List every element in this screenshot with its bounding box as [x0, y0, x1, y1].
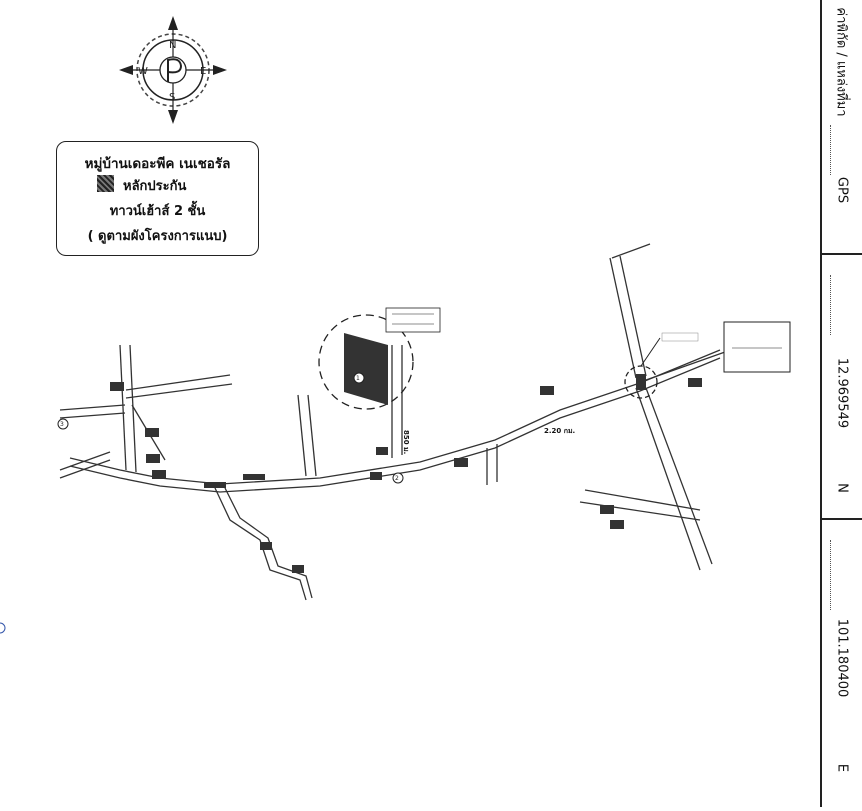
distance-850-label: 850 ม.: [402, 430, 410, 454]
divider-dots: [830, 275, 831, 335]
marker-2-group: 2: [392, 472, 404, 484]
compass-n: N: [169, 40, 176, 51]
longitude-value: 101.180400: [834, 618, 850, 698]
longitude-axis: E: [834, 763, 850, 773]
latitude-axis: N: [834, 483, 850, 493]
landmarks: [110, 378, 702, 573]
divider-dots: [830, 125, 831, 175]
map-canvas: N S E W: [0, 16, 791, 634]
panel-header: ค่าพิกัด / แหล่งที่มา: [833, 7, 849, 117]
panel-longitude-cell: 101.180400 E: [822, 520, 862, 807]
location-map: N S E W: [0, 16, 791, 634]
compass-rose: N S E W: [119, 16, 227, 124]
collateral-site: 1: [318, 307, 441, 410]
legend-line-2: ทาวน์เฮ้าส์ 2 ชั้น: [109, 204, 206, 219]
panel-source-cell: ค่าพิกัด / แหล่งที่มา GPS: [822, 0, 862, 255]
legend-line-3: ( ดูตามผังโครงการแนบ): [87, 229, 228, 244]
marker-3-group: 3: [57, 418, 69, 430]
distance-220-label: 2.20 กม.: [544, 427, 575, 435]
roads: [59, 243, 726, 601]
legend-box: หมู่บ้านเดอะพีค เนเชอรัล หลักประกัน ทาวน…: [56, 141, 259, 256]
marker-1: 1: [356, 375, 360, 382]
compass-s: S: [169, 92, 175, 103]
collateral-swatch: [97, 175, 114, 192]
compass-e: E: [200, 66, 206, 77]
panel-source: GPS: [834, 176, 850, 204]
coordinate-panel: ค่าพิกัด / แหล่งที่มา GPS 12.969549 N 10…: [820, 0, 862, 807]
legend-swatch-label: หลักประกัน: [123, 179, 187, 194]
compass-w: W: [138, 66, 148, 77]
divider-dots: [830, 540, 831, 610]
marker-3: 3: [60, 421, 64, 428]
latitude-value: 12.969549: [834, 357, 850, 429]
panel-latitude-cell: 12.969549 N: [822, 255, 862, 520]
legend-title: หมู่บ้านเดอะพีค เนเชอรัล: [84, 156, 231, 172]
roundabout: [624, 321, 791, 399]
marker-2: 2: [395, 475, 399, 482]
